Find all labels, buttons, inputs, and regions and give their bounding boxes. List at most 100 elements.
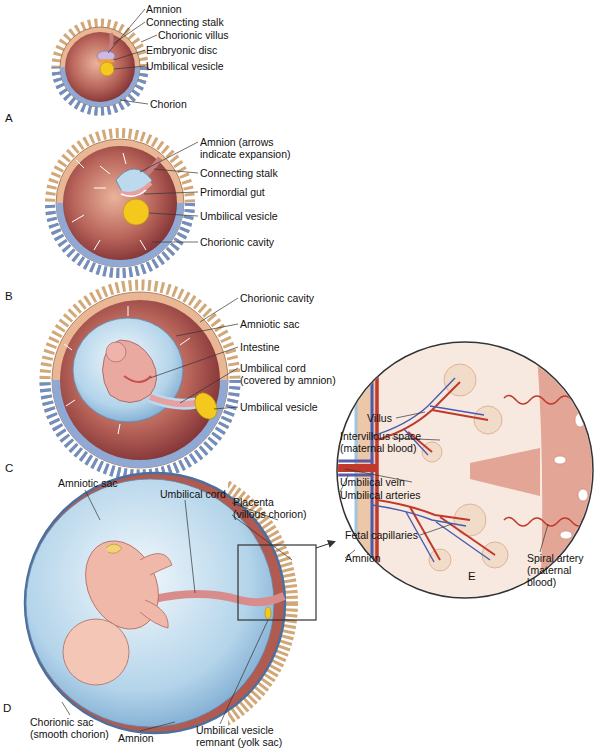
leader-line: [140, 722, 175, 731]
leader-line: [154, 169, 198, 173]
leader-line: [108, 9, 145, 53]
gland: [554, 456, 566, 464]
part-label: Amnion: [345, 552, 381, 564]
expansion-arrow: [128, 306, 129, 316]
part-label: Chorionic cavity: [200, 236, 274, 248]
umbilical-cord: [150, 397, 196, 404]
leader-line: [120, 100, 148, 104]
umbilical-cord-amnion: [150, 397, 196, 404]
expansion-arrow: [180, 338, 190, 345]
leader-line: [540, 524, 548, 552]
leader-line: [152, 242, 198, 243]
fetus-arm: [140, 600, 168, 628]
part-label: Amniotic sac: [58, 477, 118, 489]
embryo: [117, 183, 151, 194]
decidua-glands: [554, 376, 588, 580]
part-label: Fetal capillaries: [345, 529, 418, 541]
part-label: Intervillous space (maternal blood): [340, 430, 426, 454]
leader-line: [62, 702, 70, 715]
amnion: [116, 169, 152, 196]
placenta-detail: [332, 340, 595, 602]
primordial-gut: [121, 190, 146, 196]
leader-line: [144, 192, 198, 194]
part-label: Connecting stalk: [200, 167, 278, 179]
chorion-ring: [52, 292, 228, 468]
embryo: [103, 340, 157, 403]
leader-line: [85, 490, 100, 520]
panel-e: [332, 340, 595, 602]
umbilical-vesicle: [100, 62, 114, 76]
leader-line: [232, 515, 292, 560]
leader-lines: [150, 298, 238, 409]
villus: [444, 364, 476, 396]
leader-line: [140, 142, 198, 172]
part-label: Chorionic cavity: [240, 292, 314, 304]
leader-line: [141, 35, 157, 42]
chorion-ring: [60, 27, 140, 107]
panel-c: [45, 285, 238, 475]
part-label: Spiral artery (maternal blood): [527, 552, 585, 588]
gland: [559, 376, 571, 384]
expansion-arrow: [72, 215, 84, 222]
expansion-arrow: [100, 166, 110, 174]
expansion-arrow: [140, 240, 146, 250]
part-label: Chorionic villus: [158, 29, 229, 41]
leader-line: [214, 407, 238, 409]
chorionic-cavity: [60, 300, 220, 460]
leader-line: [180, 368, 238, 403]
leader-line: [185, 500, 195, 593]
gland: [578, 489, 588, 501]
part-label: Amniotic sac: [240, 318, 300, 330]
expansion-arrow: [64, 344, 72, 350]
expansion-arrows: [72, 153, 146, 250]
zoom-box: [238, 545, 316, 620]
chorionic-villi: [45, 285, 235, 475]
part-label: Amnion (arrows indicate expansion): [200, 136, 312, 160]
part-label: Amnion: [118, 732, 154, 744]
leader-line: [150, 347, 238, 378]
spiral-artery: [504, 395, 595, 404]
leader-lines: [140, 142, 198, 242]
gland: [560, 531, 572, 539]
expansion-arrow: [118, 424, 120, 434]
panel-a: [56, 9, 157, 111]
leader-line: [114, 50, 145, 60]
panel-d: [19, 467, 334, 739]
expansion-arrow: [94, 188, 106, 189]
part-label: Connecting stalk: [146, 16, 224, 28]
fetus-head: [63, 619, 129, 685]
part-label: Embryonic disc: [146, 44, 217, 56]
leader-line: [200, 298, 238, 322]
fetus-leg: [140, 554, 172, 575]
part-label: Amnion: [146, 3, 182, 15]
panel-letter: E: [468, 570, 476, 582]
leader-line: [396, 412, 425, 418]
part-label: Umbilical cord: [160, 488, 226, 500]
expansion-arrow: [66, 400, 75, 406]
embryo-head: [106, 342, 126, 362]
chorion-ring: [52, 380, 228, 468]
part-label: Chorion: [150, 98, 187, 110]
intestine: [124, 376, 151, 382]
chorionic-villi: [50, 203, 190, 273]
part-label: Villus: [367, 412, 392, 424]
fetal-vessel: [372, 505, 466, 526]
leader-line: [113, 22, 145, 44]
gland: [573, 570, 583, 580]
fetal-vessel: [372, 378, 455, 436]
chorionic-cavity: [63, 146, 177, 260]
part-label: Umbilical vesicle: [146, 60, 224, 72]
fetal-vessel: [436, 522, 490, 560]
fetal-vessel: [430, 406, 484, 415]
part-label: Chorionic sac (smooth chorion): [30, 716, 115, 740]
chorionic-villi: [45, 380, 235, 475]
part-label: Placenta (villous chorion): [233, 496, 308, 520]
leader-line: [420, 524, 452, 535]
expansion-arrows: [64, 306, 190, 434]
part-label: Umbilical vesicle remnant (yolk sac): [196, 724, 306, 748]
yolk-sac-remnant: [265, 607, 271, 619]
chorionic-cavity: [65, 32, 135, 102]
umbilical-cord: [150, 594, 284, 602]
chorionic-villi: [56, 67, 144, 111]
